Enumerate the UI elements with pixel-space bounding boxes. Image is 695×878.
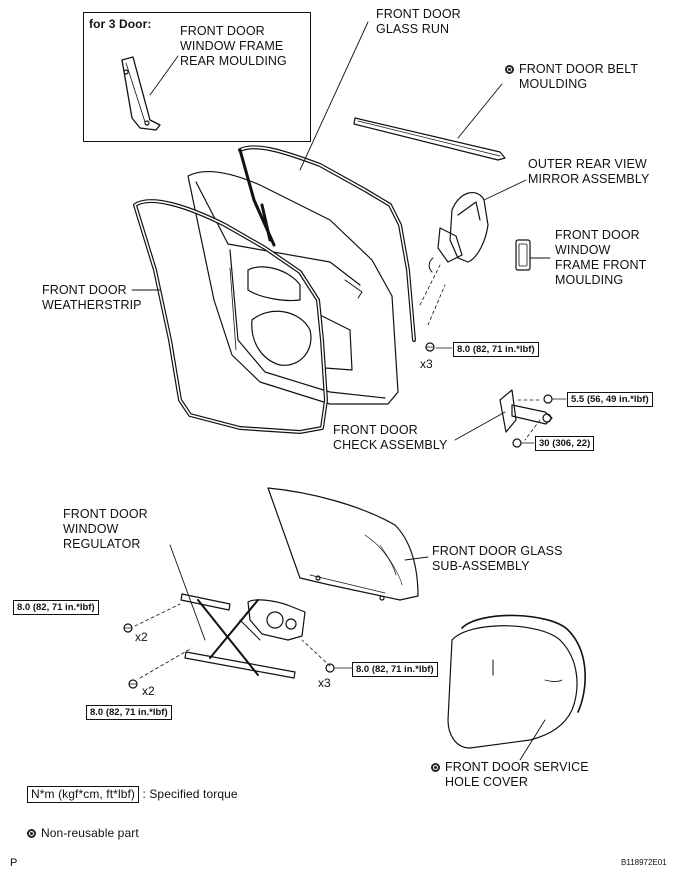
torque-regulator-left-upper: 8.0 (82, 71 in.*lbf) [13,600,99,615]
regulator-bolt-upper-icon [123,623,133,633]
window-regulator-drawing [134,544,331,679]
torque-mirror-bolts: 8.0 (82, 71 in.*lbf) [453,342,539,357]
nonreusable-part-icon [505,65,514,74]
footer-left: P [10,857,18,869]
three-door-inset [83,12,311,142]
label-rear-moulding: FRONT DOOR WINDOW FRAME REAR MOULDING [180,24,287,68]
label-mirror: OUTER REAR VIEW MIRROR ASSEMBLY [528,157,650,186]
mirror-bolt-icon [425,342,435,352]
legend-torque-text: : Specified torque [142,787,238,801]
nonreusable-part-icon [431,763,440,772]
glass-drawing [267,487,429,601]
belt-moulding-drawing [353,83,506,161]
torque-check-upper: 5.5 (56, 49 in.*lbf) [567,392,653,407]
torque-regulator-left-lower: 8.0 (82, 71 in.*lbf) [86,705,172,720]
multiplier-regulator-upper: x2 [135,630,148,644]
label-glass: FRONT DOOR GLASS SUB-ASSEMBLY [432,544,563,573]
footer-code: B118972E01 [621,858,667,867]
label-weatherstrip: FRONT DOOR WEATHERSTRIP [42,283,142,312]
legend-torque-unit: N*m (kgf*cm, ft*lbf) [27,786,140,803]
multiplier-regulator-right: x3 [318,676,331,690]
weatherstrip-drawing [131,199,328,434]
regulator-bolt-lower-icon [128,679,138,689]
check-bolt-lower-icon [512,438,535,448]
torque-check-lower: 30 (306, 22) [535,436,595,451]
check-bolt-upper-icon [543,394,567,404]
regulator-bolt-right-icon [325,663,353,673]
door-panel-drawing [187,170,399,405]
legend-torque: N*m (kgf*cm, ft*lbf) : Specified torque [27,786,238,803]
multiplier-mirror: x3 [420,357,433,371]
check-assembly-drawing [454,389,553,441]
label-regulator: FRONT DOOR WINDOW REGULATOR [63,507,148,551]
rear-moulding-drawing [121,55,179,131]
label-glass-run: FRONT DOOR GLASS RUN [376,7,461,36]
multiplier-regulator-lower: x2 [142,684,155,698]
inset-heading: for 3 Door: [89,17,152,31]
torque-regulator-right: 8.0 (82, 71 in.*lbf) [352,662,438,677]
label-check-assembly: FRONT DOOR CHECK ASSEMBLY [333,423,448,452]
label-service-cover: FRONT DOOR SERVICE HOLE COVER [431,760,589,790]
nonreusable-part-icon [27,829,36,838]
frame-front-moulding-drawing [515,239,551,271]
legend-nonreusable: Non-reusable part [27,826,139,841]
mirror-drawing [419,179,527,349]
label-frame-front-moulding: FRONT DOOR WINDOW FRAME FRONT MOULDING [555,228,647,287]
label-belt-moulding: FRONT DOOR BELT MOULDING [505,62,638,92]
service-hole-cover-drawing [447,614,586,761]
